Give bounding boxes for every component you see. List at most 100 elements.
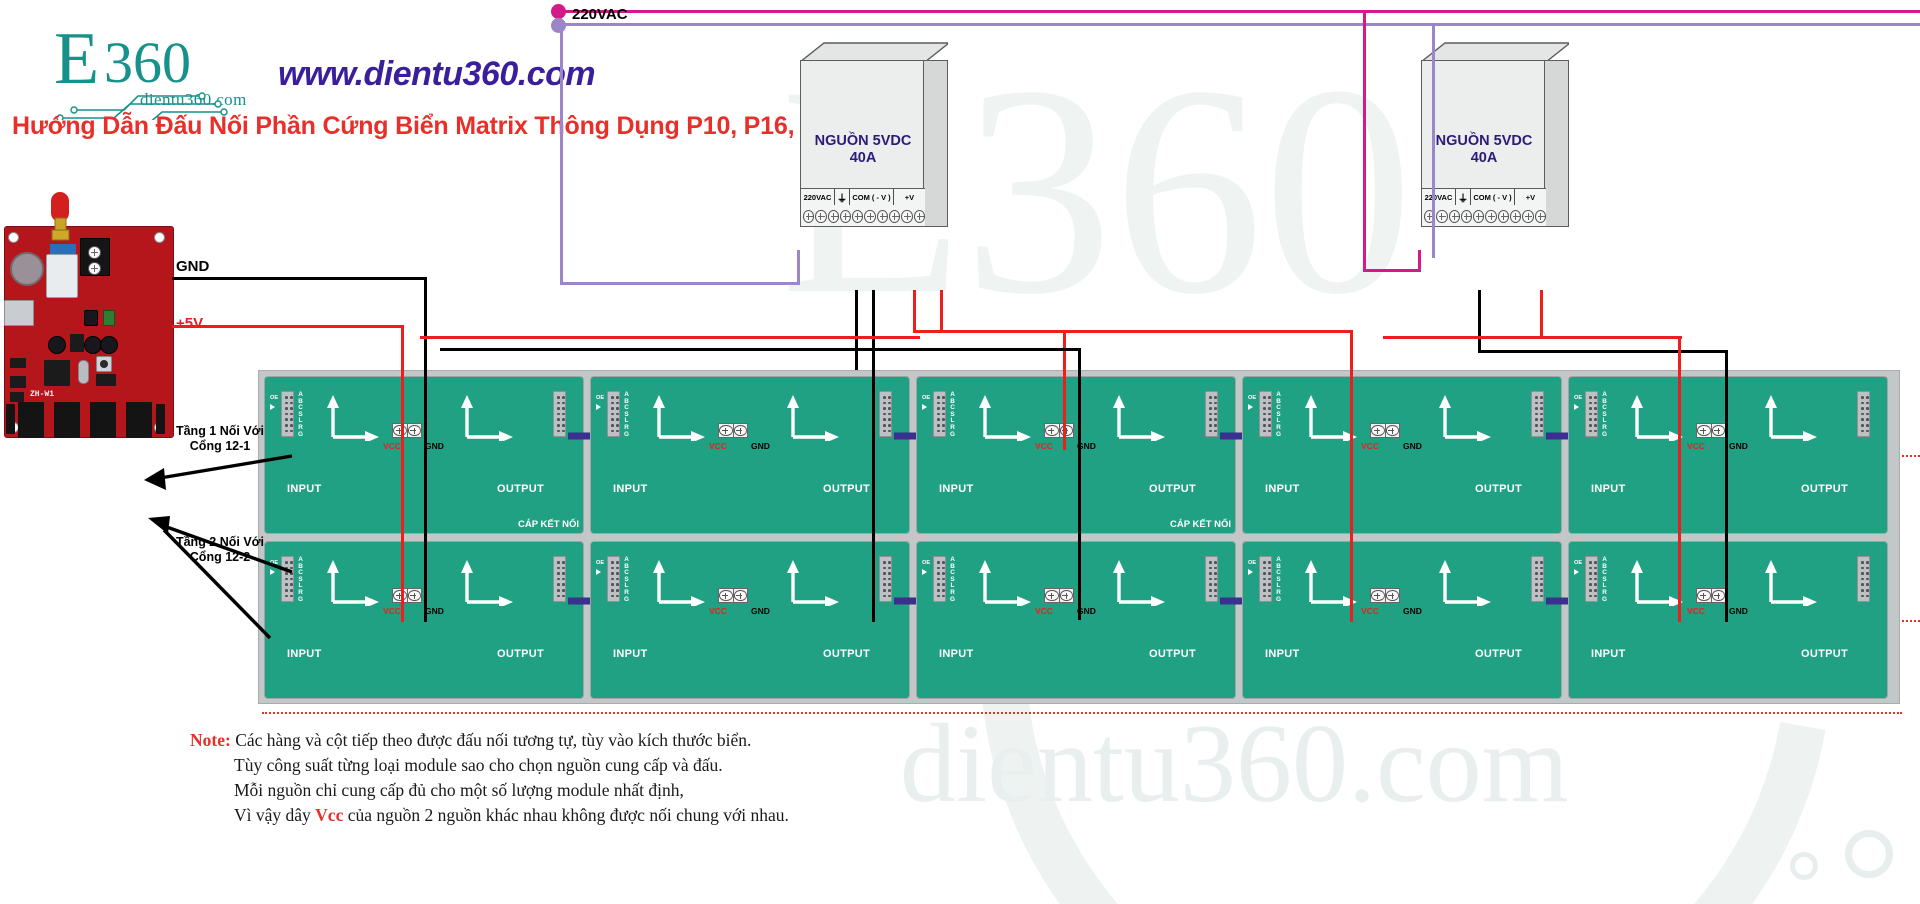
callout-tang2-line1: Tầng 2 Nối Với bbox=[175, 535, 265, 549]
input-connector[interactable] bbox=[933, 391, 946, 437]
continuation-dots-right bbox=[1902, 455, 1920, 457]
psu1-v-drop-mid bbox=[1063, 330, 1066, 450]
output-connector[interactable] bbox=[1857, 391, 1870, 437]
callout-tang1-line1: Tầng 1 Nối Với bbox=[175, 424, 265, 438]
reset-button[interactable] bbox=[96, 356, 112, 372]
idc-pin-label: R bbox=[298, 424, 303, 431]
oe-pin1-marker bbox=[922, 404, 927, 410]
psu2-v-drop bbox=[1540, 290, 1543, 338]
output-connector[interactable] bbox=[879, 391, 892, 437]
callout-tang1-line2: Cổng 12-1 bbox=[189, 439, 251, 453]
idc-pin-label: A bbox=[624, 556, 629, 563]
module-vcc-label: VCC bbox=[1361, 606, 1379, 616]
idc-pin-label: B bbox=[624, 397, 629, 405]
power-supply-unit-2: NGUỒN 5VDC 40A 220VAC ⏚ COM ( - V ) +V bbox=[1421, 42, 1569, 227]
idc-pin-label: B bbox=[950, 562, 955, 570]
idc-pin-label: A bbox=[624, 391, 629, 398]
idc-header-4[interactable] bbox=[126, 402, 152, 438]
module-gnd-label: GND bbox=[1403, 606, 1422, 616]
module-power-terminal[interactable] bbox=[1370, 423, 1400, 438]
psu-terminal-label-earth: ⏚ bbox=[1456, 189, 1471, 205]
output-connector[interactable] bbox=[553, 391, 566, 437]
module-power-terminal[interactable] bbox=[1696, 588, 1726, 603]
electrolytic-capacitor bbox=[48, 336, 66, 354]
psu-screw bbox=[913, 210, 925, 223]
watermark-dot bbox=[1790, 852, 1818, 880]
idc-header-aux[interactable] bbox=[6, 404, 15, 434]
module-output-label: OUTPUT bbox=[823, 648, 871, 660]
module-output-label: OUTPUT bbox=[1801, 648, 1849, 660]
psu2-com-drop bbox=[1478, 290, 1481, 353]
psu-screw bbox=[852, 210, 864, 223]
input-connector[interactable] bbox=[607, 556, 620, 602]
idc-pin-label: S bbox=[1276, 410, 1281, 418]
idc-pin-label: L bbox=[298, 417, 303, 425]
idc-pin-label: C bbox=[1602, 404, 1607, 412]
logo-letter: E bbox=[54, 18, 100, 100]
idc-header-3[interactable] bbox=[90, 402, 116, 438]
callout-arrows bbox=[144, 454, 293, 640]
page-title: Hướng Dẫn Đấu Nối Phần Cứng Biển Matrix … bbox=[12, 112, 845, 140]
idc-header-2[interactable] bbox=[54, 402, 80, 438]
module-vcc-label: VCC bbox=[709, 441, 727, 451]
note-vcc-highlight: Vcc bbox=[315, 805, 344, 825]
module-power-terminal[interactable] bbox=[1370, 588, 1400, 603]
orientation-arrow-icon bbox=[461, 560, 513, 606]
mains-neutral-node bbox=[551, 18, 566, 33]
output-connector[interactable] bbox=[1205, 391, 1218, 437]
module-vcc-label: VCC bbox=[383, 606, 401, 616]
oe-pin1-marker bbox=[596, 404, 601, 410]
input-connector[interactable] bbox=[607, 391, 620, 437]
input-connector[interactable] bbox=[1259, 391, 1272, 437]
idc-pin-label: B bbox=[624, 562, 629, 570]
brand-logo: E 360 dientu360.com bbox=[52, 22, 282, 120]
output-connector[interactable] bbox=[553, 556, 566, 602]
module-power-terminal[interactable] bbox=[392, 588, 422, 603]
mains-live-run-psu1 bbox=[1363, 269, 1421, 272]
psu-terminal-label-com: COM ( - V ) bbox=[850, 189, 894, 205]
module-power-terminal[interactable] bbox=[718, 588, 748, 603]
input-connector[interactable] bbox=[933, 556, 946, 602]
output-connector[interactable] bbox=[1205, 556, 1218, 602]
mains-node bbox=[1363, 10, 1366, 13]
idc-pin-label: A bbox=[1602, 556, 1607, 563]
orientation-arrow-icon bbox=[1113, 395, 1165, 441]
module-power-terminal[interactable] bbox=[392, 423, 422, 438]
psu-label: NGUỒN 5VDC 40A bbox=[801, 133, 925, 167]
idc-pin-label: A bbox=[1602, 391, 1607, 398]
psu1-v-run bbox=[913, 330, 1353, 333]
idc-pin-label: A bbox=[950, 391, 955, 398]
input-connector[interactable] bbox=[1585, 556, 1598, 602]
idc-pin-label: A bbox=[298, 556, 303, 563]
oe-pin1-marker bbox=[596, 569, 601, 575]
module-output-label: OUTPUT bbox=[1801, 483, 1849, 495]
module-vcc-label: VCC bbox=[383, 441, 401, 451]
psu-label: NGUỒN 5VDC 40A bbox=[1422, 133, 1546, 167]
power-supply-unit-1: NGUỒN 5VDC 40A 220VAC ⏚ COM ( - V ) +V bbox=[800, 42, 948, 227]
input-connector[interactable] bbox=[1585, 391, 1598, 437]
module-gnd-label: GND bbox=[425, 606, 444, 616]
module-output-label: OUTPUT bbox=[1475, 483, 1523, 495]
psu2-v-run bbox=[1383, 336, 1543, 339]
output-connector[interactable] bbox=[1531, 556, 1544, 602]
input-connector[interactable] bbox=[281, 391, 294, 437]
logo-circuit-icon bbox=[56, 92, 228, 120]
orientation-arrow-icon bbox=[787, 395, 839, 441]
module-power-terminal[interactable] bbox=[1044, 423, 1074, 438]
psu-screw bbox=[815, 210, 827, 223]
idc-header-aux[interactable] bbox=[156, 404, 165, 434]
module-power-terminal[interactable] bbox=[718, 423, 748, 438]
output-connector[interactable] bbox=[1531, 391, 1544, 437]
oe-label: OE bbox=[922, 560, 931, 566]
idc-header-1[interactable] bbox=[18, 402, 44, 438]
output-connector[interactable] bbox=[1857, 556, 1870, 602]
input-connector[interactable] bbox=[1259, 556, 1272, 602]
psu-terminal-label-plusv: +V bbox=[1525, 192, 1536, 202]
module-gnd-label: GND bbox=[1729, 606, 1748, 616]
module-power-terminal[interactable] bbox=[1696, 423, 1726, 438]
output-connector[interactable] bbox=[879, 556, 892, 602]
idc-pin-label: L bbox=[950, 582, 955, 590]
module-power-terminal[interactable] bbox=[1044, 588, 1074, 603]
watermark-dot bbox=[1845, 830, 1893, 878]
